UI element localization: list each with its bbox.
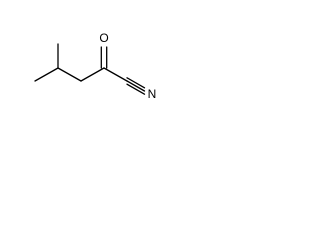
nitrogen-atom-label: N [148, 87, 157, 101]
bond-nitrile-triple-a [126, 77, 146, 89]
bond-ch-ch2 [57, 67, 82, 82]
bond-carbonyl-nitrile [103, 67, 128, 82]
bond-ch2-carbonyl [80, 67, 105, 82]
oxygen-atom-label: O [99, 31, 108, 45]
structure-diagram: O N [34, 31, 157, 101]
bond-nitrile-triple-c [126, 83, 146, 95]
bond-methyl-left [34, 67, 59, 82]
bond-nitrile-triple-b [126, 80, 146, 92]
